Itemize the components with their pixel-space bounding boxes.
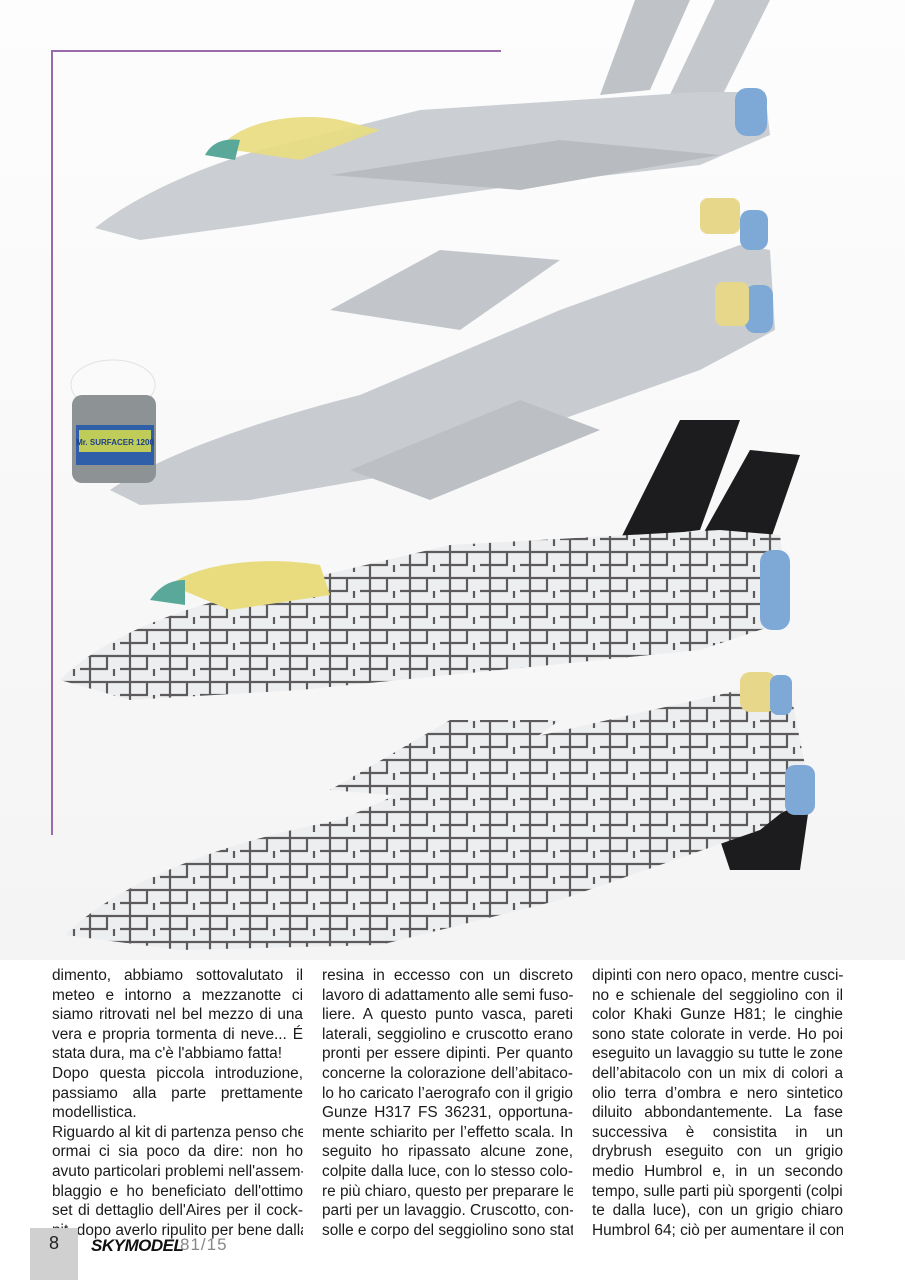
- paint-jar: Mr. SURFACER 1200: [70, 359, 156, 483]
- text-line: eseguito un lavaggio su tutte le zone: [592, 1045, 843, 1063]
- decorative-frame-horizontal: [51, 50, 501, 52]
- text-line: color Khaki Gunze H81; le cinghie: [592, 1006, 843, 1024]
- text-line: blaggio e ho beneficiato dell'ottimo: [52, 1182, 303, 1200]
- text-line: te dalla luce), con un grigio chiaro: [592, 1202, 843, 1220]
- text-line: passiamo alla parte prettamente: [52, 1084, 303, 1102]
- nozzle: [735, 88, 767, 136]
- text-line: Gunze H317 FS 36231, opportuna-: [322, 1104, 573, 1122]
- text-line: pronti per essere dipinti. Per quanto: [322, 1045, 573, 1063]
- text-line: siamo ritrovati nel bel mezzo di una: [52, 1006, 303, 1024]
- text-line: stata dura, ma c'è l'abbiamo fatta!: [52, 1045, 283, 1063]
- text-line: mente schiarito per l’effetto scala. In: [322, 1123, 573, 1141]
- text-line: dipinti con nero opaco, mentre cusci-: [592, 967, 843, 984]
- text-line: seguito ho ripassato alcune zone,: [322, 1143, 573, 1161]
- text-line: no e schienale del seggiolino con il: [592, 986, 843, 1004]
- text-line: meteo e intorno a mezzanotte ci: [52, 986, 303, 1004]
- article-column-1: dimento, abbiamo sottovalutato il meteo e…: [52, 966, 303, 1240]
- text-line: colpite dalla luce, con lo stesso colo-: [322, 1162, 573, 1180]
- text-line: vera e propria tormenta di neve... É: [52, 1025, 303, 1043]
- text-line: Riguardo al kit di partenza penso che: [52, 1123, 303, 1141]
- text-line: set di dettaglio dell'Aires per il cock-: [52, 1202, 303, 1220]
- aircraft-camo-top: [65, 672, 815, 950]
- page-number: 8: [48, 1233, 59, 1253]
- text-line: dell’abitacolo con un mix di colori a: [592, 1064, 843, 1082]
- text-line: Humbrol 64; ciò per aumentare il con-: [592, 1221, 843, 1239]
- article-column-2: resina in eccesso con un discreto lavoro …: [322, 966, 573, 1240]
- text-line: concerne la colorazione dell’abitaco-: [322, 1064, 573, 1082]
- text-line: modellistica.: [52, 1104, 137, 1122]
- text-line: tempo, sulle parti più sporgenti (colpi-: [592, 1182, 843, 1200]
- aircraft-primer-top: [110, 198, 775, 505]
- text-line: parti per un lavaggio. Cruscotto, con-: [322, 1202, 573, 1220]
- aircraft-camo-side: [60, 420, 800, 700]
- jar-label: Mr. SURFACER 1200: [76, 438, 154, 447]
- text-line: laterali, seggiolino e cruscotto erano: [322, 1025, 573, 1043]
- text-line: lo ho caricato l’aerografo con il grigio: [322, 1084, 573, 1102]
- decorative-frame-vertical: [51, 50, 53, 835]
- text-line: solle e corpo del seggiolino sono stati: [322, 1221, 573, 1239]
- article-column-3: dipinti con nero opaco, mentre cusci-no …: [592, 966, 843, 1240]
- text-line: lavoro di adattamento alle semi fuso-: [322, 986, 573, 1004]
- text-line: medio Humbrol e, in un secondo: [592, 1162, 843, 1180]
- text-line: successiva è consistita in un: [592, 1123, 843, 1141]
- text-line: sono state colorate in verde. Ho poi: [592, 1025, 843, 1043]
- text-line: pit, dopo averlo ripulito per bene dalla: [52, 1221, 303, 1239]
- text-line: olio terra d’ombra e nero sintetico: [592, 1084, 843, 1102]
- text-line: dimento, abbiamo sottovalutato il: [52, 967, 303, 984]
- page-number-box: [30, 1228, 78, 1280]
- text-line: ormai ci sia poco da dire: non ho: [52, 1143, 303, 1161]
- text-line: liere. A questo punto vasca, pareti: [322, 1006, 573, 1024]
- text-line: resina in eccesso con un discreto: [322, 967, 573, 984]
- text-line: re più chiaro, questo per preparare le: [322, 1182, 573, 1200]
- text-line: drybrush eseguito con un grigio: [592, 1143, 843, 1161]
- text-line: diluito abbondantemente. La fase: [592, 1104, 843, 1122]
- text-line: avuto particolari problemi nell'assem-: [52, 1162, 303, 1180]
- aircraft-models-illustration: Mr. SURFACER 1200: [60, 0, 815, 950]
- text-line: Dopo questa piccola introduzione,: [52, 1064, 303, 1082]
- aircraft-primer-side: [95, 0, 770, 240]
- model-photo: Mr. SURFACER 1200: [0, 0, 905, 960]
- issue-number: 81/15: [180, 1235, 228, 1254]
- magazine-logo: SKYMODEL: [91, 1236, 184, 1255]
